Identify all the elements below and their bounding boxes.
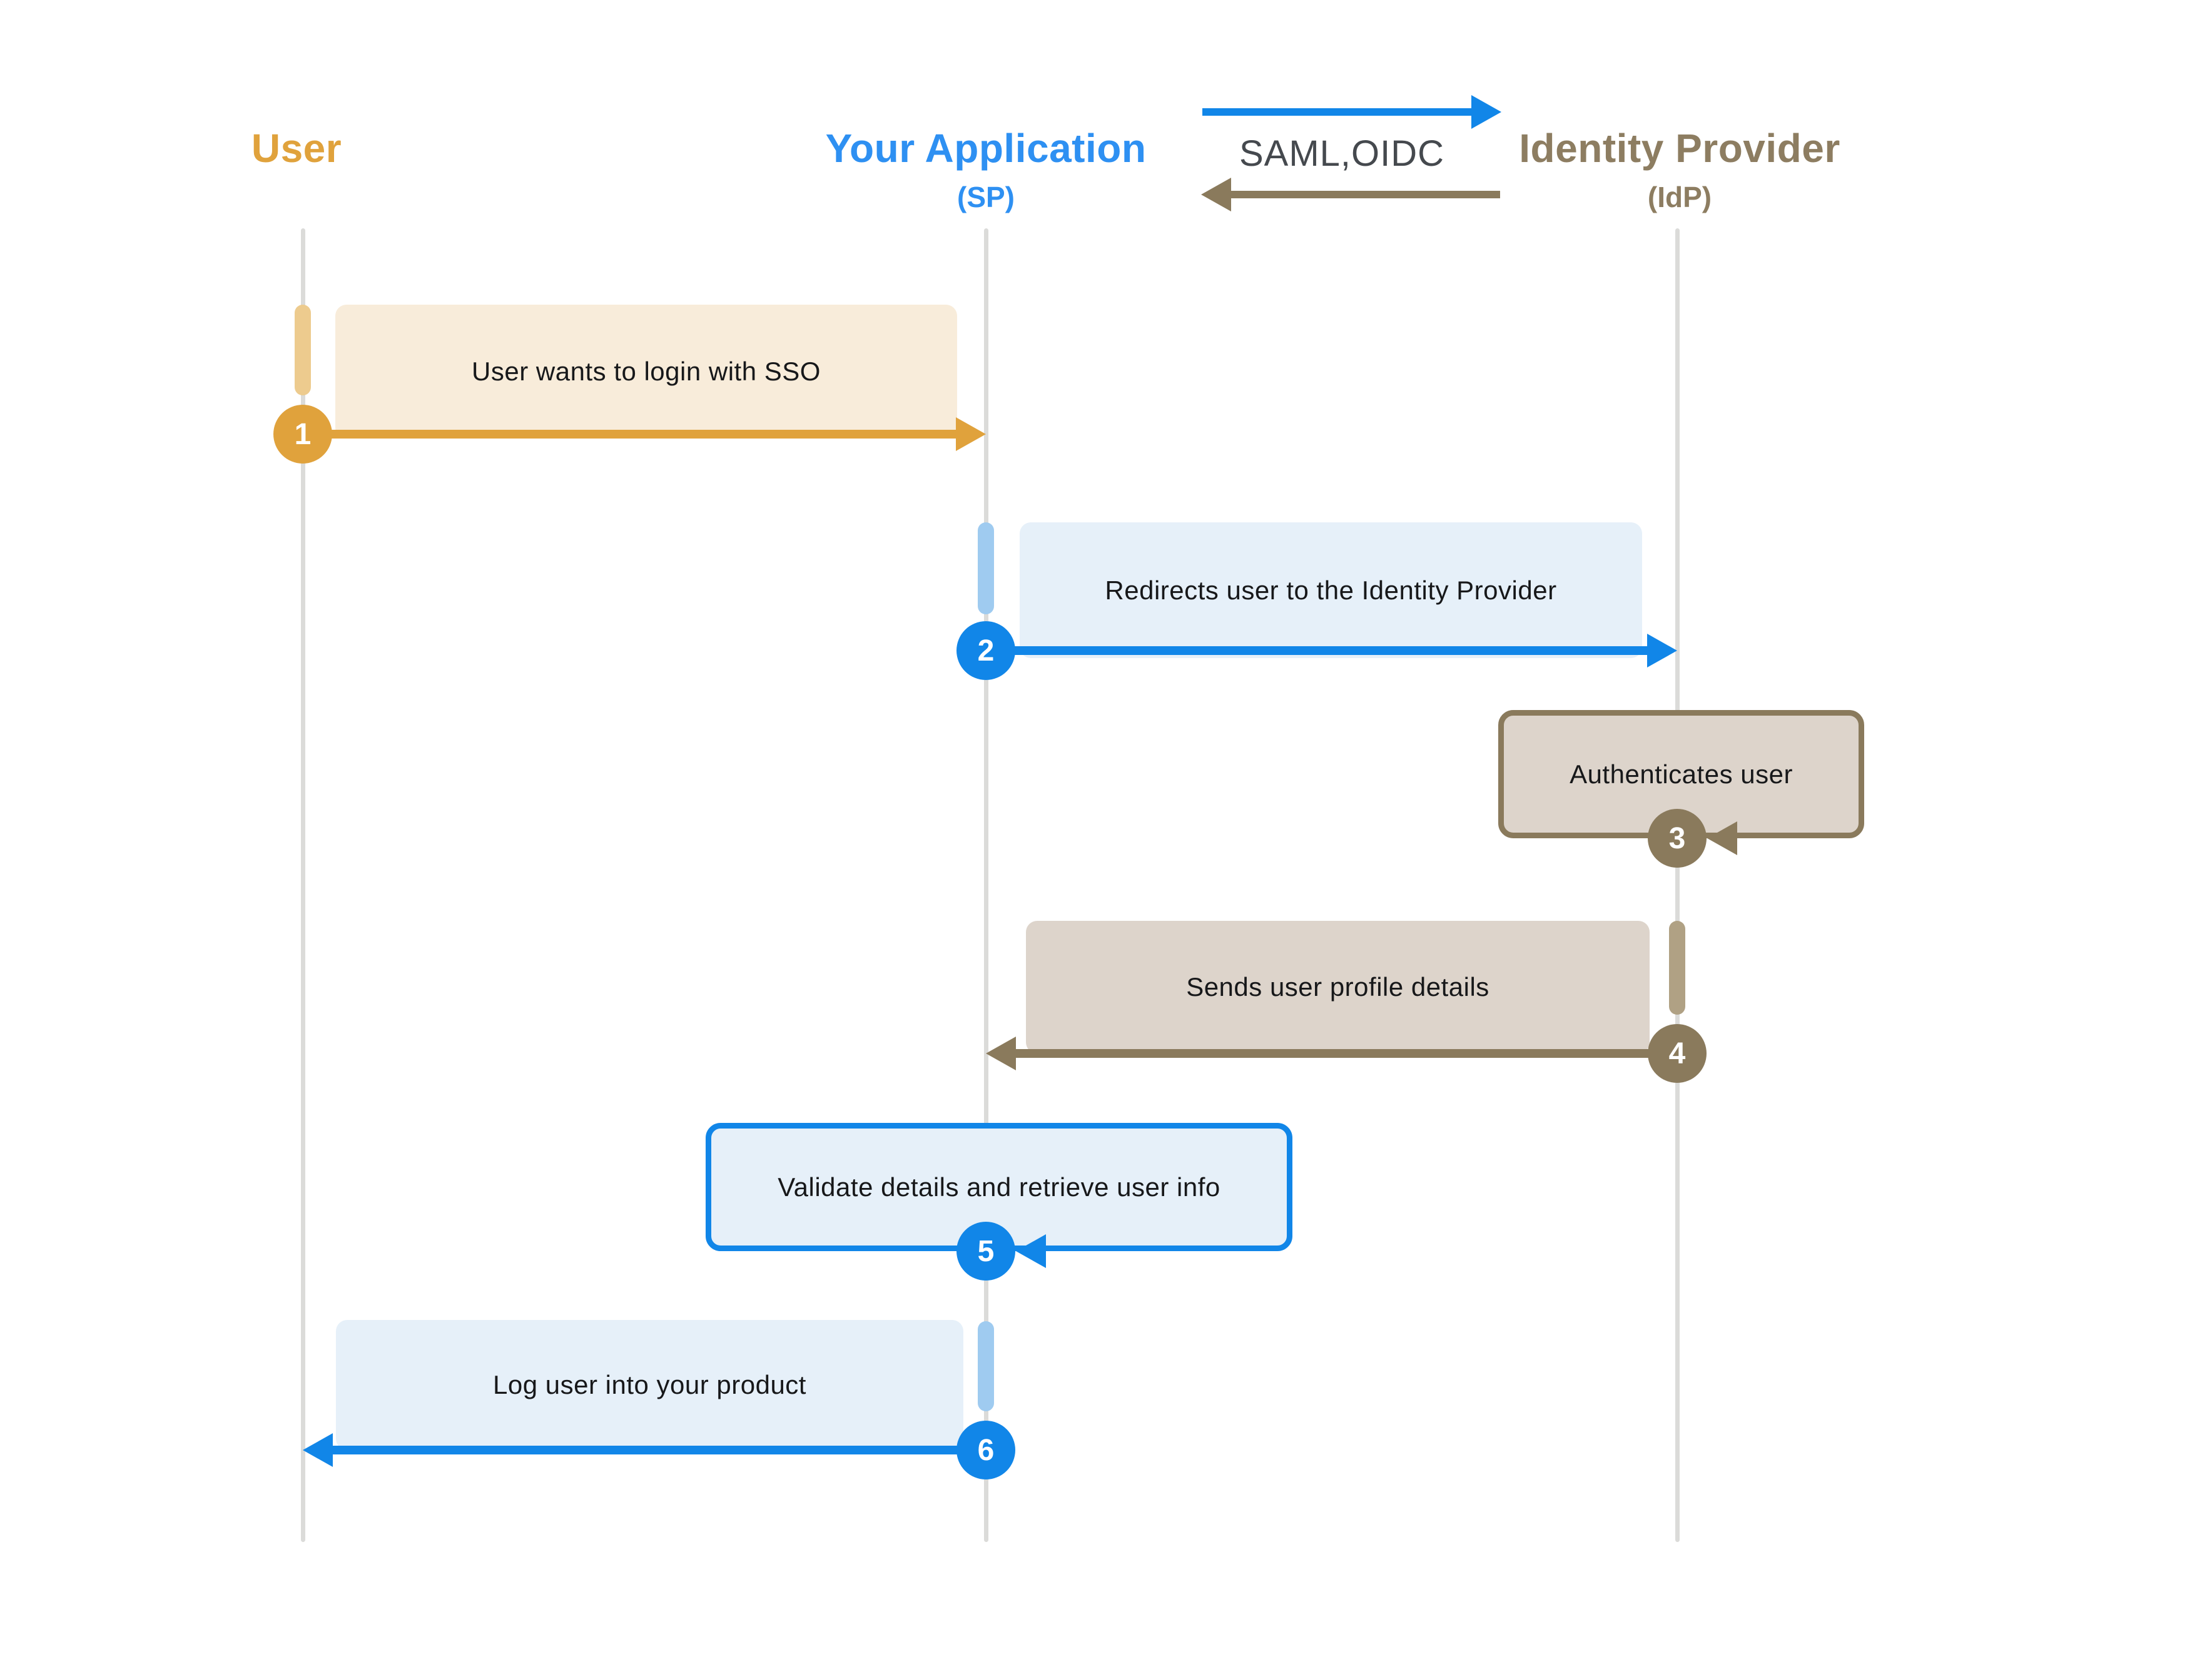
- lifeline-user: [301, 228, 305, 1542]
- message-label-step1: User wants to login with SSO: [472, 357, 821, 386]
- protocol-response-arrowhead-icon: [1201, 178, 1231, 211]
- actor-title-identity-provider: Identity Provider: [1519, 126, 1840, 171]
- message-label-step5: Validate details and retrieve user info: [778, 1172, 1220, 1202]
- arrowhead-step1-icon: [956, 417, 986, 451]
- message-label-step2: Redirects user to the Identity Provider: [1105, 575, 1557, 605]
- activation-bar-app-step2: [978, 522, 994, 614]
- step-number-badge-1: 1: [273, 405, 332, 464]
- message-box-step4: Sends user profile details: [1026, 921, 1650, 1053]
- arrowhead-step3-icon: [1707, 821, 1737, 855]
- step-number-badge-6: 6: [956, 1421, 1015, 1479]
- lifeline-identity-provider: [1675, 228, 1680, 1542]
- step-number-badge-2: 2: [956, 621, 1015, 680]
- actor-title-user: User: [251, 126, 342, 171]
- message-label-step4: Sends user profile details: [1186, 972, 1489, 1002]
- protocol-response-arrow-line: [1231, 191, 1500, 198]
- protocol-request-arrow-line: [1202, 108, 1471, 116]
- protocol-request-arrowhead-icon: [1471, 95, 1501, 129]
- arrow-line-step2: [1007, 646, 1648, 655]
- arrow-line-step6: [330, 1446, 959, 1454]
- message-box-step6: Log user into your product: [336, 1320, 963, 1450]
- protocol-label: SAML,OIDC: [1239, 133, 1445, 174]
- arrowhead-step6-icon: [303, 1433, 333, 1467]
- message-label-step3: Authenticates user: [1570, 759, 1793, 789]
- arrow-line-step4: [1015, 1049, 1655, 1058]
- arrowhead-step5-icon: [1016, 1234, 1046, 1268]
- message-box-step2: Redirects user to the Identity Provider: [1020, 522, 1642, 658]
- arrowhead-step4-icon: [986, 1037, 1016, 1070]
- activation-bar-idp-step4: [1669, 921, 1685, 1015]
- arrowhead-step2-icon: [1647, 634, 1677, 667]
- actor-sublabel-sp: (SP): [957, 181, 1015, 213]
- activation-bar-user-step1: [295, 305, 311, 395]
- arrow-line-step1: [325, 430, 957, 439]
- actor-title-application: Your Application: [825, 126, 1147, 171]
- step-number-badge-4: 4: [1648, 1024, 1707, 1083]
- lifeline-application: [984, 228, 988, 1542]
- message-label-step6: Log user into your product: [493, 1370, 806, 1399]
- message-box-step1: User wants to login with SSO: [335, 305, 957, 439]
- actor-sublabel-idp: (IdP): [1647, 181, 1712, 213]
- activation-bar-app-step6: [978, 1321, 994, 1411]
- step-number-badge-3: 3: [1648, 809, 1707, 868]
- step-number-badge-5: 5: [956, 1222, 1015, 1281]
